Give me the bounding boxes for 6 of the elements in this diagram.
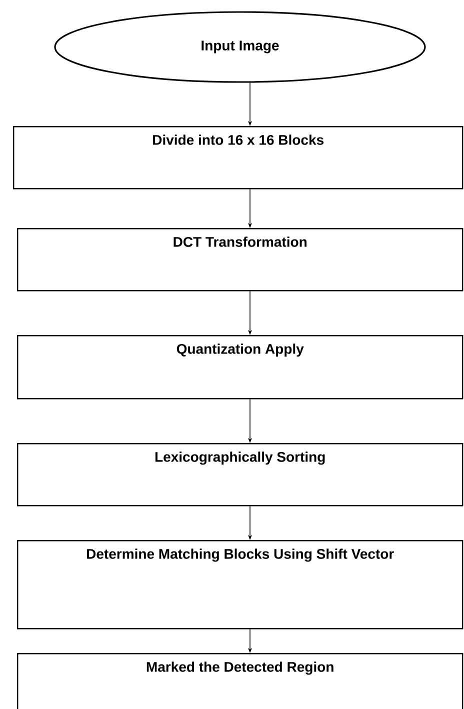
process-box: Divide into 16 x 16 Blocks [13,126,464,190]
process-box: Lexicographically Sorting [17,443,464,506]
process-box: Marked the Detected Region [17,653,464,709]
process-box: Quantization Apply [17,335,464,400]
process-box: DCT Transformation [17,228,464,292]
process-box: Determine Matching Blocks Using Shift Vector [17,540,464,630]
